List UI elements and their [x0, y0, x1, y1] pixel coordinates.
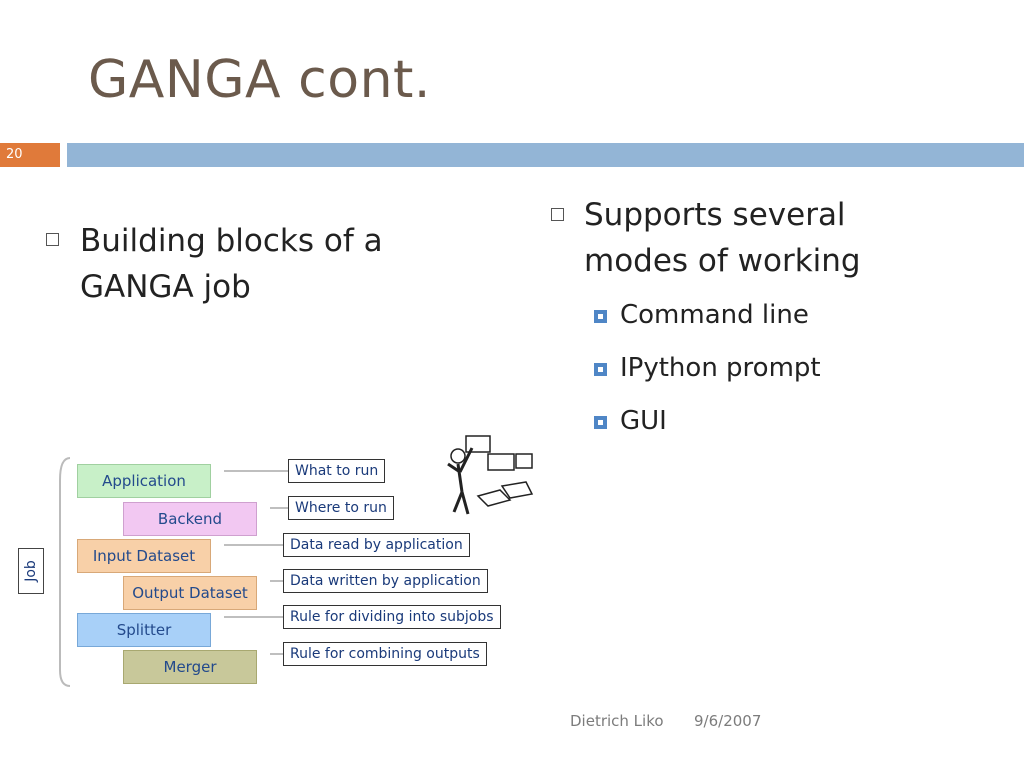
block-output-dataset: Output Dataset	[123, 576, 257, 610]
desc-dividing-subjobs: Rule for dividing into subjobs	[283, 605, 501, 629]
square-bullet-icon	[594, 310, 607, 323]
job-brace-icon	[59, 457, 71, 687]
subitem-ipython-prompt: IPython prompt	[620, 353, 821, 383]
desc-data-read: Data read by application	[283, 533, 470, 557]
hollow-square-bullet-icon	[551, 208, 564, 221]
square-bullet-icon	[594, 416, 607, 429]
ganga-job-diagram: Job Application Backend Input Dataset Ou…	[0, 435, 560, 700]
block-backend: Backend	[123, 502, 257, 536]
block-application: Application	[77, 464, 211, 498]
slide-number: 20	[6, 147, 23, 162]
hollow-square-bullet-icon	[46, 233, 59, 246]
desc-what-to-run: What to run	[288, 459, 386, 483]
slide-number-bar: 20	[0, 143, 60, 167]
subitem-gui: GUI	[620, 406, 667, 436]
subitem-command-line: Command line	[620, 300, 809, 330]
block-splitter: Splitter	[77, 613, 211, 647]
block-input-dataset: Input Dataset	[77, 539, 211, 573]
square-bullet-icon	[594, 363, 607, 376]
right-bullet-text: Supports several modes of working	[584, 197, 861, 279]
job-label: Job	[18, 548, 44, 594]
block-merger: Merger	[123, 650, 257, 684]
slide-title: GANGA cont.	[88, 50, 431, 110]
footer-date: 9/6/2007	[694, 712, 762, 730]
person-with-documents-icon	[447, 435, 534, 515]
desc-data-written: Data written by application	[283, 569, 488, 593]
desc-where-to-run: Where to run	[288, 496, 394, 520]
left-bullet-text: Building blocks of a GANGA job	[80, 223, 383, 305]
desc-combining-outputs: Rule for combining outputs	[283, 642, 487, 666]
header-divider-bar	[67, 143, 1024, 167]
footer-author: Dietrich Liko	[570, 712, 664, 730]
